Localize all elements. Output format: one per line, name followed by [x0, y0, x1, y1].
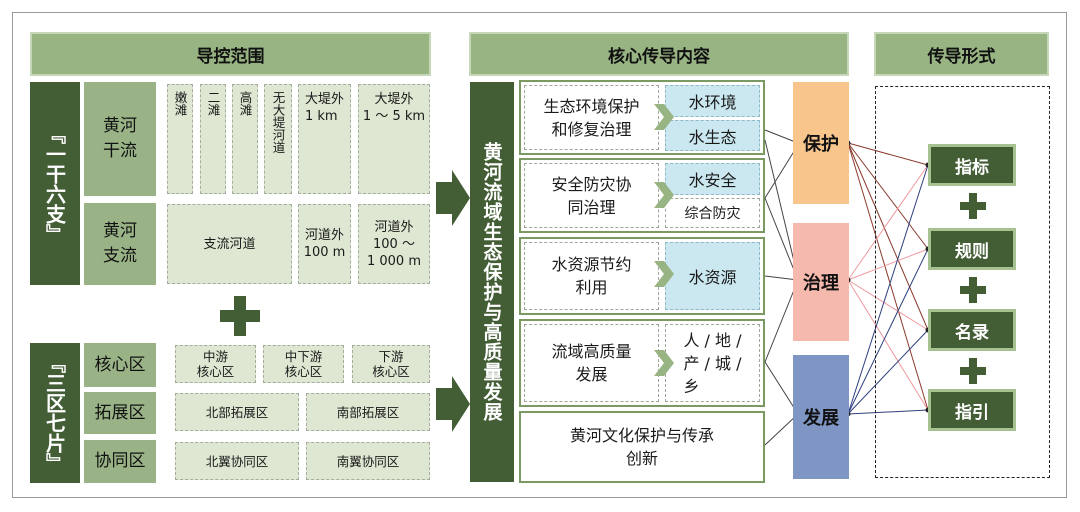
content-safety-main: 安全防灾协 同治理 [524, 163, 659, 228]
chevron-right-icon [654, 261, 674, 287]
cell-tributary-channel: 支流河道 [167, 204, 292, 284]
content-eco-item-water-eco: 水生态 [665, 120, 760, 151]
cell-lower-core: 下游 核心区 [352, 345, 430, 383]
cell-nentan: 嫩滩 [167, 84, 193, 194]
center-label: 黄河流域生态保护与高质量发展 [470, 82, 514, 482]
cell-no-levee-channel: 无大堤河道 [264, 84, 292, 194]
forms-container [875, 86, 1050, 478]
plus-icon [960, 358, 986, 384]
chevron-right-icon [654, 104, 674, 130]
content-eco-item-water-env: 水环境 [665, 85, 760, 117]
chevron-right-icon [654, 182, 674, 208]
row-label-expansion-zone: 拓展区 [84, 392, 156, 434]
cell-mid-lower-core: 中下游 核心区 [263, 345, 344, 383]
arrow-right-icon [436, 376, 470, 432]
cell-north-synergy: 北翼协同区 [175, 442, 299, 480]
header-scope: 导控范围 [30, 32, 431, 76]
goal-protection: 保护 [793, 82, 849, 204]
cell-levee-1-5km: 大堤外 1 ～ 5 km [358, 84, 430, 194]
form-rule: 规则 [928, 228, 1016, 270]
goal-governance: 治理 [793, 223, 849, 341]
side-label-main-tributaries: 『一干六支』 [30, 82, 80, 285]
content-water-resource-main: 水资源节约 利用 [524, 242, 659, 310]
content-development-item: 人 / 地 / 产 / 城 / 乡 [665, 324, 760, 402]
row-label-core-zone: 核心区 [84, 343, 156, 387]
cell-north-expansion: 北部拓展区 [175, 393, 299, 431]
cell-levee-1km: 大堤外 1 km [298, 84, 351, 194]
form-list: 名录 [928, 309, 1016, 351]
content-group-culture: 黄河文化保护与传承 创新 [519, 411, 765, 483]
header-core: 核心传导内容 [469, 32, 849, 76]
content-eco-main: 生态环境保护 和修复治理 [524, 85, 659, 150]
side-label-three-zones: 『三区七片』 [30, 343, 80, 483]
content-water-resource-item: 水资源 [665, 242, 760, 310]
cell-south-synergy: 南翼协同区 [306, 442, 430, 480]
chevron-right-icon [654, 350, 674, 376]
content-safety-item-disaster: 综合防灾 [665, 198, 760, 228]
goal-development: 发展 [793, 355, 849, 479]
cell-south-expansion: 南部拓展区 [306, 393, 430, 431]
form-guideline: 指引 [928, 389, 1016, 431]
cell-gaotan: 高滩 [232, 84, 258, 194]
plus-icon [220, 296, 260, 336]
content-safety-item-water-security: 水安全 [665, 163, 760, 195]
diagram-frame [12, 12, 1067, 498]
content-development-main: 流域高质量 发展 [524, 324, 659, 402]
header-form: 传导形式 [874, 32, 1049, 76]
row-label-mainstream: 黄河 干流 [84, 82, 156, 196]
cell-channel-100-1000m: 河道外 100 ～ 1 000 m [358, 204, 430, 284]
cell-middle-core: 中游 核心区 [175, 345, 256, 383]
arrow-right-icon [436, 170, 470, 226]
form-indicator: 指标 [928, 144, 1016, 186]
cell-channel-100m: 河道外 100 m [298, 204, 351, 284]
plus-icon [960, 193, 986, 219]
row-label-tributary: 黄河 支流 [84, 203, 156, 285]
plus-icon [960, 277, 986, 303]
row-label-synergy-zone: 协同区 [84, 440, 156, 483]
cell-ertan: 二滩 [200, 84, 226, 194]
